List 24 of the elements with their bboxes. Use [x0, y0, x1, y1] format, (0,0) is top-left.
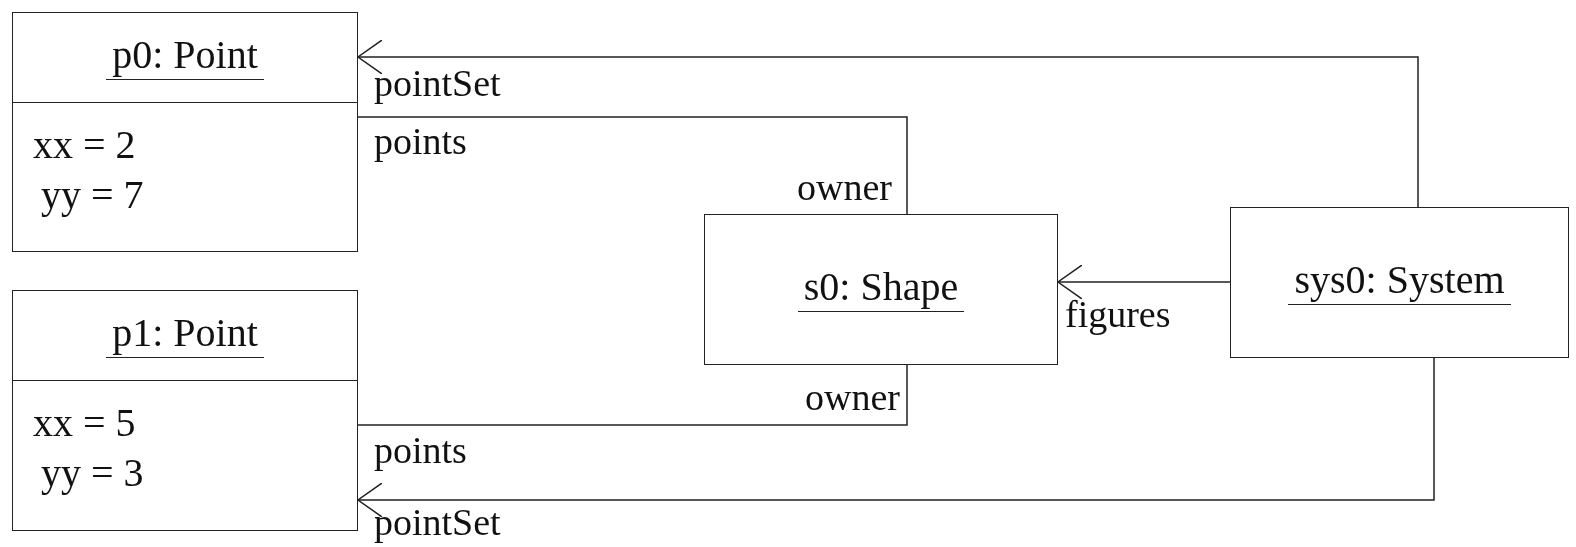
object-box	[1230, 207, 1569, 358]
object-box	[12, 290, 358, 531]
object-name: s0: Shape	[797, 267, 965, 312]
role-name: figures	[1065, 295, 1171, 333]
attribute-value: yy = 7	[41, 175, 144, 215]
role-name: pointSet	[374, 503, 501, 541]
arrow	[357, 357, 1435, 518]
role-name: owner	[797, 168, 892, 206]
role-name: points	[374, 122, 467, 160]
attribute-value: yy = 3	[41, 453, 144, 493]
role-name: owner	[805, 378, 900, 416]
object-box	[12, 12, 358, 252]
attribute-value: xx = 5	[33, 403, 136, 443]
association-line	[357, 364, 908, 426]
object-name: sys0: System	[1288, 260, 1511, 305]
arrow	[357, 39, 1419, 208]
attribute-value: xx = 2	[33, 125, 136, 165]
role-name: points	[374, 431, 467, 469]
role-name: pointSet	[374, 64, 501, 102]
association-line	[357, 116, 908, 215]
object-name: p0: Point	[106, 34, 264, 80]
object-name: p1: Point	[106, 312, 264, 358]
arrow	[1057, 264, 1231, 300]
object-box	[704, 214, 1058, 365]
